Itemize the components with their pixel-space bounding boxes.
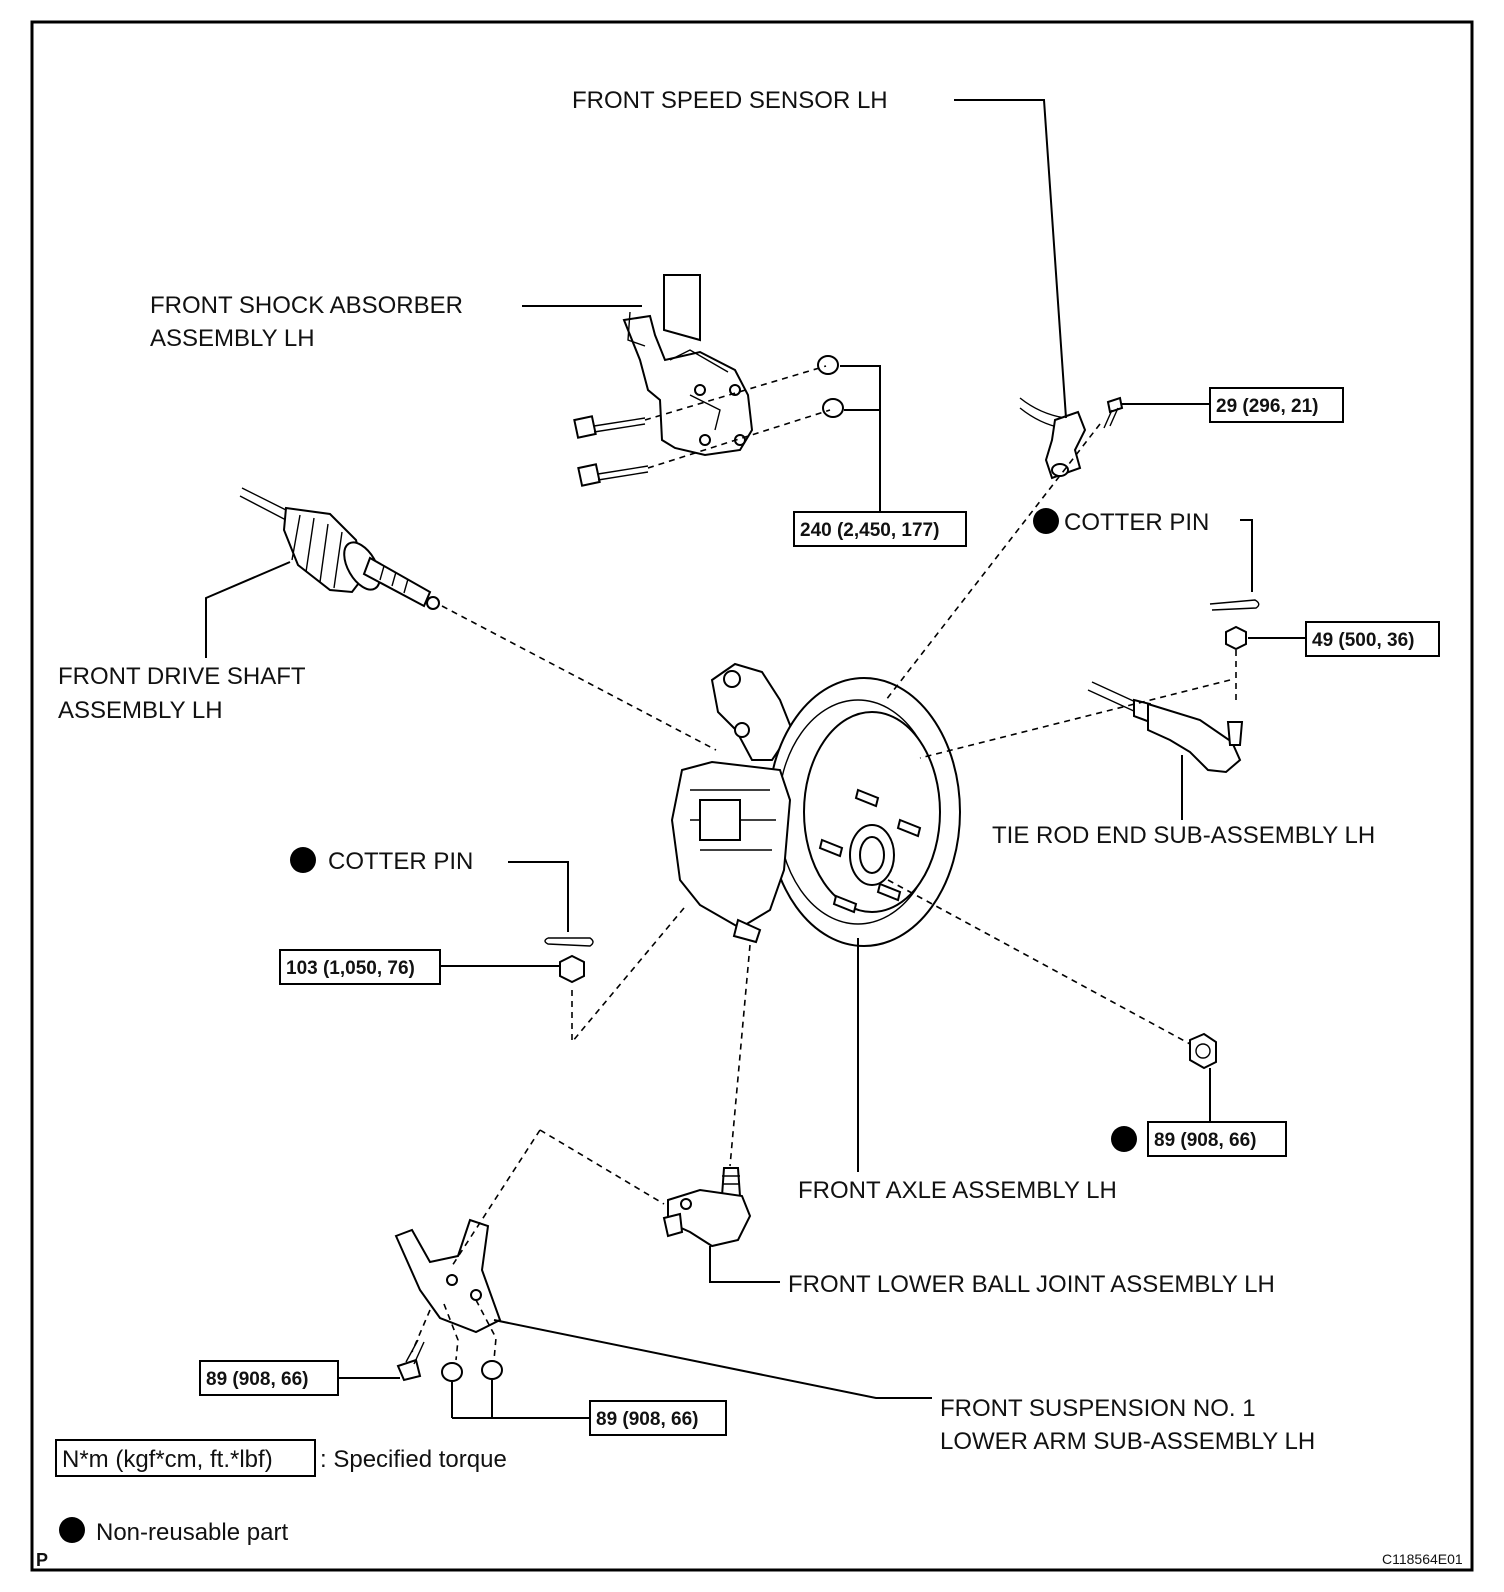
torque-box-ball-joint-nut (279, 949, 441, 985)
torque-value-arm-nuts: 89 (908, 66) (596, 1409, 698, 1430)
tie-rod-end-drawing (1087, 681, 1244, 774)
figure-id: C118564E01 (1382, 1551, 1463, 1567)
page-mark: P (36, 1550, 48, 1570)
speed-sensor-drawing (1019, 396, 1124, 480)
torque-box-shock-bolts (793, 511, 967, 547)
label-front-axle: FRONT AXLE ASSEMBLY LH (798, 1177, 1117, 1204)
shock-absorber-drawing (622, 274, 754, 457)
diagram-frame (30, 20, 1474, 1572)
label-lower-arm-line2: LOWER ARM SUB-ASSEMBLY LH (940, 1428, 1315, 1455)
torque-value-shock-bolts: 240 (2,450, 177) (800, 520, 939, 541)
label-cotter-pin-upper: COTTER PIN (1064, 509, 1209, 536)
legend-torque-box (55, 1439, 316, 1477)
torque-box-arm-bolt (199, 1360, 339, 1396)
ball-joint-nut-drawing (559, 954, 585, 984)
legend-torque-text: : Specified torque (320, 1446, 507, 1473)
label-lower-ball-joint: FRONT LOWER BALL JOINT ASSEMBLY LH (788, 1271, 1275, 1298)
label-cotter-pin-lower: COTTER PIN (328, 848, 473, 875)
label-tie-rod-end: TIE ROD END SUB-ASSEMBLY LH (992, 822, 1375, 849)
nonreusable-marker-hub-nut (1111, 1126, 1137, 1152)
assembly-dashed-lines (411, 365, 1237, 1361)
torque-value-sensor-bolt: 29 (296, 21) (1216, 396, 1318, 417)
torque-box-tie-rod-nut (1305, 621, 1440, 657)
torque-value-hub-nut: 89 (908, 66) (1154, 1130, 1256, 1151)
leader-lines (205, 99, 1306, 1419)
lower-arm-drawing (394, 1218, 503, 1382)
drive-shaft-drawing (239, 487, 440, 610)
torque-value-arm-bolt: 89 (908, 66) (206, 1369, 308, 1390)
tie-rod-nut-drawing (1225, 625, 1247, 651)
torque-value-tie-rod-nut: 49 (500, 36) (1312, 630, 1414, 651)
torque-box-hub-nut (1147, 1121, 1287, 1157)
shock-bolts-drawing (573, 355, 844, 487)
torque-value-ball-joint-nut: 103 (1,050, 76) (286, 958, 415, 979)
label-lower-arm-line1: FRONT SUSPENSION NO. 1 (940, 1395, 1256, 1422)
legend: N*m (kgf*cm, ft.*lbf) : Specified torque… (55, 1439, 507, 1546)
label-shock-absorber-line1: FRONT SHOCK ABSORBER (150, 292, 463, 319)
legend-nonreusable-marker (59, 1517, 85, 1543)
legend-nonreusable-text: Non-reusable part (96, 1519, 288, 1546)
label-shock-absorber-line2: ASSEMBLY LH (150, 325, 315, 352)
label-drive-shaft-line2: ASSEMBLY LH (58, 697, 223, 724)
cotter-pin-upper-drawing (1209, 599, 1260, 611)
hub-nut-drawing (1189, 1032, 1217, 1070)
nonreusable-marker-cotter-upper (1033, 508, 1059, 534)
torque-box-arm-nuts (589, 1400, 727, 1436)
lower-ball-joint-drawing (662, 1167, 752, 1248)
nonreusable-marker-cotter-lower (290, 847, 316, 873)
front-axle-drawing (670, 662, 961, 947)
label-front-speed-sensor: FRONT SPEED SENSOR LH (572, 87, 888, 114)
torque-box-sensor-bolt (1209, 387, 1344, 423)
legend-torque-unit: N*m (kgf*cm, ft.*lbf) (62, 1446, 273, 1473)
cotter-pin-lower-drawing (544, 937, 594, 947)
label-drive-shaft-line1: FRONT DRIVE SHAFT (58, 663, 306, 690)
